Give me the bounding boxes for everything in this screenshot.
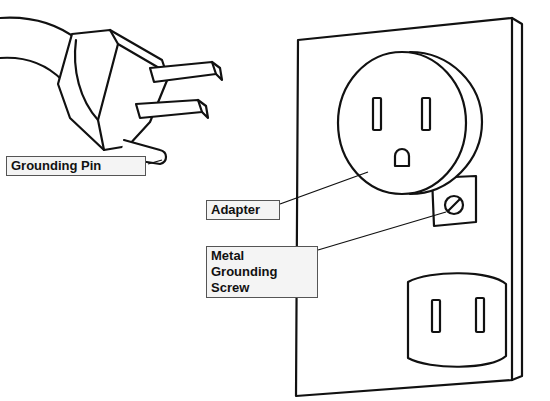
adapter-slot <box>422 98 430 130</box>
cable <box>0 18 78 40</box>
leader-line <box>148 160 162 164</box>
plug-blade <box>212 62 222 80</box>
callout-label: Metal Grounding Screw <box>206 246 318 298</box>
wall-plate <box>296 18 512 396</box>
ground-hole <box>395 149 409 166</box>
plug-edge <box>110 30 166 72</box>
plug-edge <box>98 44 118 150</box>
screw-slot <box>448 199 460 211</box>
callout-label: Adapter <box>206 200 280 220</box>
leader-line <box>318 212 446 250</box>
outlet-recess <box>408 273 506 367</box>
plug-blade <box>198 100 208 118</box>
plug-body <box>58 30 168 150</box>
outlet-slot <box>432 300 440 332</box>
outlet-slot <box>476 298 484 332</box>
adapter-face <box>338 52 466 194</box>
plug-blade <box>136 100 202 118</box>
adapter-slot <box>373 98 381 130</box>
grounding-screw <box>445 196 463 214</box>
wall-plate-edge <box>512 18 522 380</box>
leader-line <box>280 172 368 204</box>
callout-label: Grounding Pin <box>6 156 146 176</box>
cable <box>0 58 62 80</box>
plug-edge <box>75 40 98 120</box>
plug-blade <box>150 62 216 82</box>
